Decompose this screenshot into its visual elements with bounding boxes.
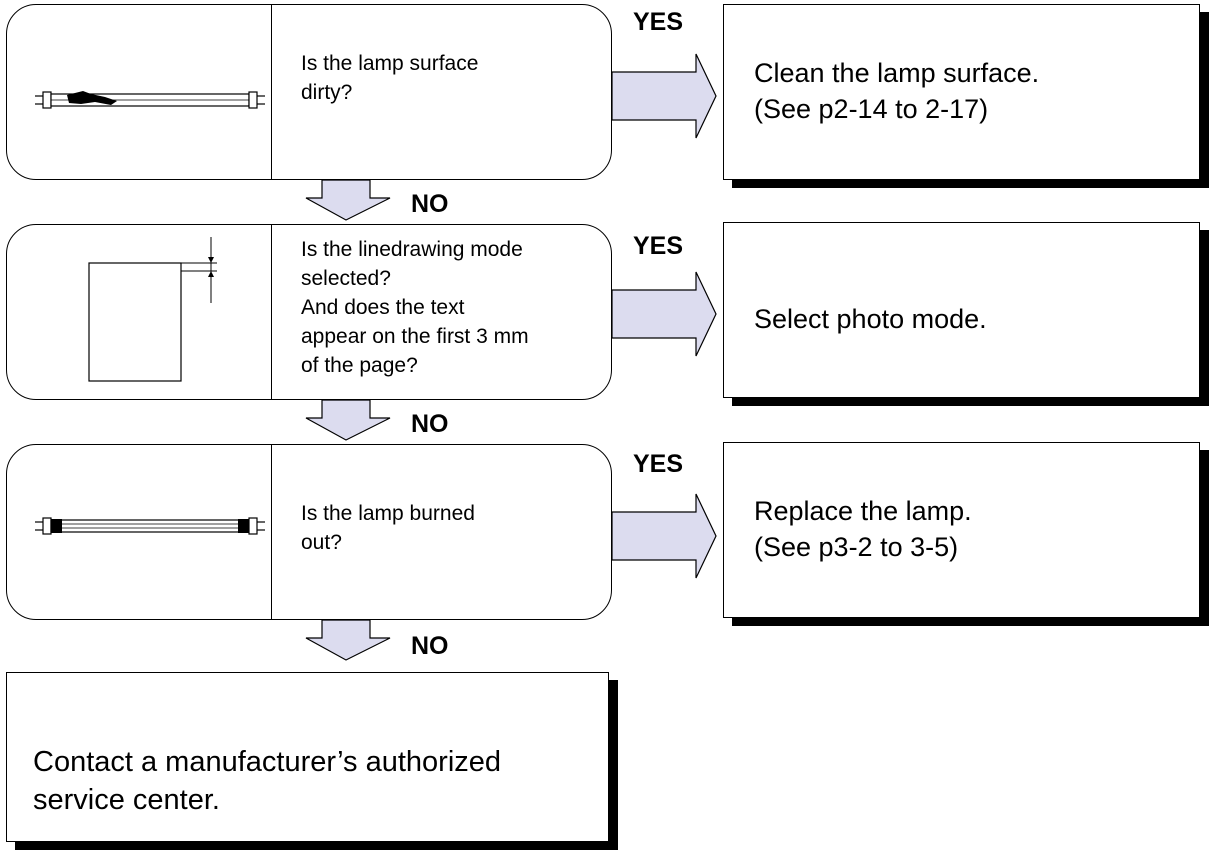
action-text-2: Select photo mode. <box>754 304 987 334</box>
question-box-3: Is the lamp burned out? <box>6 444 612 620</box>
no-label-3: NO <box>411 632 449 660</box>
question-text-3: Is the lamp burned out? <box>301 502 475 554</box>
action-box-3: Replace the lamp. (See p3-2 to 3-5) <box>723 442 1200 618</box>
yes-label-2: YES <box>633 232 684 260</box>
yes-arrow-3 <box>611 493 717 579</box>
no-arrow-3 <box>305 619 391 661</box>
box-divider <box>271 5 272 179</box>
yes-label-3: YES <box>633 450 684 478</box>
box-divider <box>271 445 272 619</box>
yes-label-1: YES <box>633 8 684 36</box>
action-text-1: Clean the lamp surface. (See p2-14 to 2-… <box>754 58 1040 124</box>
page-margin-icon <box>88 237 217 382</box>
question-box-2: Is the linedrawing mode selected? And do… <box>6 224 612 400</box>
action-box-1: Clean the lamp surface. (See p2-14 to 2-… <box>723 4 1200 180</box>
no-label-2: NO <box>411 410 449 438</box>
question-text-1: Is the lamp surface dirty? <box>301 52 479 104</box>
action-text-3: Replace the lamp. (See p3-2 to 3-5) <box>754 496 972 562</box>
final-action-text: Contact a manufacturer’s authorized serv… <box>33 746 502 816</box>
action-box-2: Select photo mode. <box>723 222 1200 398</box>
no-label-1: NO <box>411 190 449 218</box>
burned-lamp-icon <box>35 517 265 535</box>
dirty-lamp-icon <box>35 91 265 109</box>
no-arrow-2 <box>305 399 391 441</box>
no-arrow-1 <box>305 179 391 221</box>
question-text-2: Is the linedrawing mode selected? And do… <box>301 238 529 377</box>
yes-arrow-2 <box>611 271 717 357</box>
final-action-box: Contact a manufacturer’s authorized serv… <box>6 672 609 842</box>
box-divider <box>271 225 272 399</box>
question-box-1: Is the lamp surface dirty? <box>6 4 612 180</box>
yes-arrow-1 <box>611 53 717 139</box>
